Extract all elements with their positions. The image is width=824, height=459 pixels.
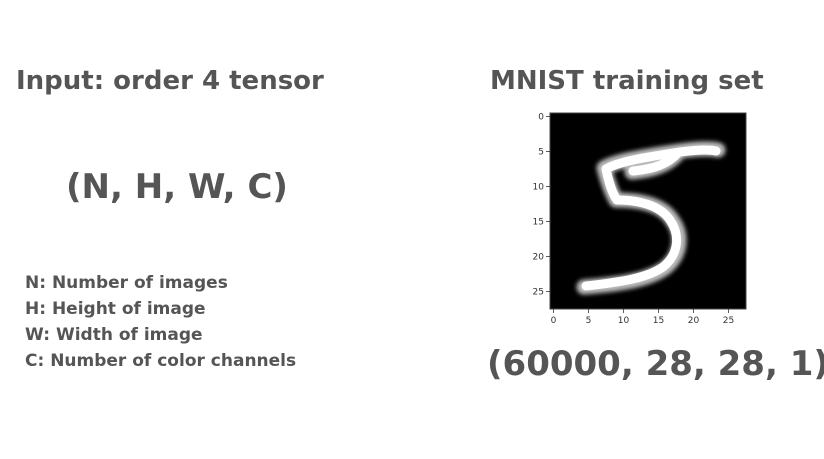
y-tick-label: 20 — [533, 253, 545, 263]
y-axis: 0 5 10 15 20 25 — [533, 113, 550, 298]
x-tick-label: 0 — [551, 316, 557, 326]
mnist-digit-figure: 0 5 10 15 20 25 0 5 10 15 20 25 — [533, 112, 747, 326]
x-tick-label: 10 — [618, 316, 630, 326]
image-frame — [549, 112, 747, 310]
legend-item-n: N: Number of images — [25, 273, 228, 293]
x-axis: 0 5 10 15 20 25 — [551, 309, 734, 326]
x-tick-label: 20 — [688, 316, 700, 326]
y-tick-label: 25 — [533, 288, 544, 298]
x-tick-label: 15 — [653, 316, 664, 326]
y-tick-label: 0 — [538, 113, 544, 123]
right-title: MNIST training set — [490, 66, 764, 96]
legend-item-c: C: Number of color channels — [25, 351, 297, 371]
x-tick-label: 25 — [723, 316, 734, 326]
y-tick-label: 15 — [533, 218, 544, 228]
dataset-shape: (60000, 28, 28, 1) — [487, 344, 824, 384]
digit-five-glyph — [576, 141, 726, 295]
y-tick-label: 5 — [538, 148, 544, 158]
legend-item-h: H: Height of image — [25, 299, 206, 319]
tensor-shape: (N, H, W, C) — [66, 167, 288, 207]
dimension-legend: N: Number of images H: Height of image W… — [25, 270, 296, 374]
x-tick-label: 5 — [586, 316, 592, 326]
y-tick-label: 10 — [533, 183, 545, 193]
legend-item-w: W: Width of image — [25, 325, 203, 345]
left-title: Input: order 4 tensor — [16, 66, 324, 96]
